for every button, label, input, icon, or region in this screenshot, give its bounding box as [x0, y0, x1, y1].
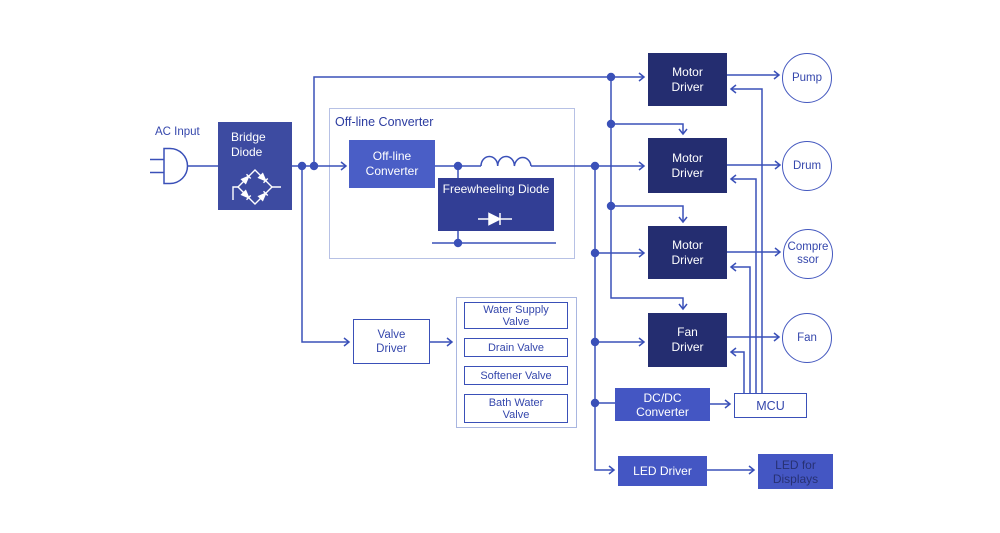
bridge-diode-block: Bridge Diode — [218, 122, 292, 210]
junction-dot — [309, 161, 319, 171]
junction-dot — [590, 398, 600, 408]
freewheeling-diode-block: Freewheeling Diode — [438, 178, 554, 231]
valve-drain-label: Drain Valve — [487, 341, 545, 354]
junction-dot — [590, 248, 600, 258]
offline-converter-label: Off-line Converter — [365, 149, 419, 178]
junction-dot — [606, 72, 616, 82]
junction-dot — [606, 119, 616, 129]
bridge-diode-label: Bridge Diode — [231, 130, 266, 159]
led-for-displays-block: LED for Displays — [758, 454, 833, 489]
valve-drain: Drain Valve — [464, 338, 568, 357]
led-driver-block: LED Driver — [618, 456, 707, 486]
junction-dot — [297, 161, 307, 171]
bus-b-to-led-driver — [594, 166, 616, 475]
compressor-label: Compre — [787, 241, 829, 253]
motor-driver-3-label: Motor Driver — [671, 237, 704, 267]
ac-plug-prongs — [150, 158, 164, 174]
motor-driver-3-block: Motor Driver — [648, 226, 727, 279]
fan-driver-label: Fan Driver — [671, 325, 704, 354]
led-driver-label: LED Driver — [633, 463, 692, 478]
motor-driver-2-block: Motor Driver — [648, 138, 727, 193]
valve-softener: Softener Valve — [464, 366, 568, 385]
load-circle-compressor: Compre ssor — [783, 229, 833, 279]
load-circle-fan: Fan — [782, 313, 832, 363]
junction-dot — [590, 161, 600, 171]
valve-water-supply-label: Water Supply Valve — [483, 303, 549, 328]
dcdc-converter-block: DC/DC Converter — [615, 388, 710, 421]
valve-driver-label: Valve Driver — [376, 328, 407, 355]
valve-group — [456, 297, 577, 428]
valve-water-supply: Water Supply Valve — [464, 302, 568, 329]
freewheeling-diode-label: Freewheeling Diode — [442, 182, 550, 196]
offline-converter-block: Off-line Converter — [349, 140, 435, 188]
bus-a-to-motor-driver-3-top — [611, 205, 688, 224]
motor-driver-1-label: Motor Driver — [671, 64, 704, 94]
fan-label: Fan — [797, 331, 817, 344]
pump-label: Pump — [791, 71, 823, 84]
wire-mcu-to-fan-driver — [729, 347, 745, 393]
valve-bath-water-label: Bath Water Valve — [488, 396, 544, 421]
offline-converter-section-title: Off-line Converter — [335, 115, 434, 129]
load-circle-drum: Drum — [782, 141, 832, 191]
ac-input-label: AC Input — [155, 126, 200, 138]
valve-bath-water: Bath Water Valve — [464, 394, 568, 423]
wire-mcu-to-motor-driver-3 — [729, 262, 751, 393]
mcu-block: MCU — [734, 393, 807, 418]
dcdc-converter-label: DC/DC Converter — [636, 390, 689, 419]
drum-label: Drum — [792, 159, 822, 172]
junction-dot — [606, 201, 616, 211]
valve-softener-label: Softener Valve — [480, 369, 552, 382]
motor-driver-1-block: Motor Driver — [648, 53, 727, 106]
led-for-displays-label: LED for Displays — [772, 457, 819, 486]
valve-driver-block: Valve Driver — [353, 319, 430, 364]
ac-plug-icon — [163, 147, 189, 185]
mcu-label: MCU — [756, 398, 785, 413]
bus-a-to-motor-driver-2-top — [611, 123, 688, 136]
wire-mcu-to-motor-driver-1 — [729, 84, 763, 393]
fan-driver-block: Fan Driver — [648, 313, 727, 367]
load-circle-pump: Pump — [782, 53, 832, 103]
junction-dot — [590, 337, 600, 347]
wire-mcu-to-motor-driver-2 — [729, 174, 757, 393]
motor-driver-2-label: Motor Driver — [671, 150, 704, 180]
